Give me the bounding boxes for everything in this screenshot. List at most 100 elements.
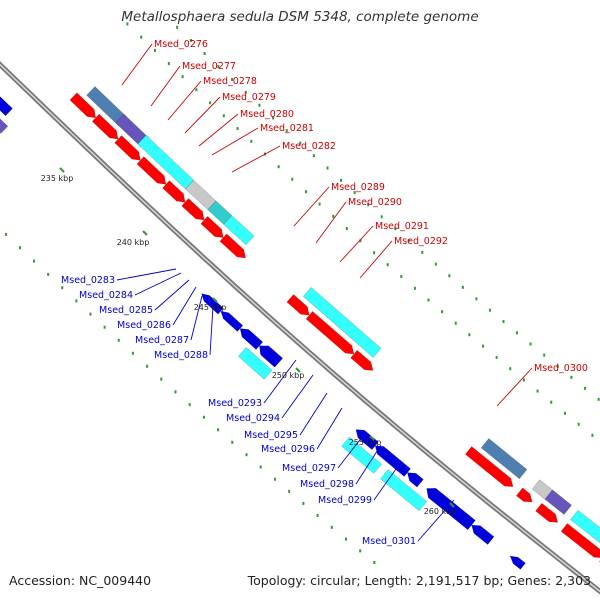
cds-forward xyxy=(305,310,355,355)
gene-label-msed-0299: Msed_0299 xyxy=(318,495,372,506)
teal-block xyxy=(207,200,233,225)
gc-dot xyxy=(481,344,484,348)
leader-line xyxy=(315,201,347,244)
cds-forward xyxy=(516,487,533,503)
gc-dot xyxy=(131,351,134,355)
gc-dot xyxy=(367,203,370,207)
scale-tick-mark xyxy=(59,167,65,173)
cds-forward xyxy=(464,446,514,487)
gc-dot xyxy=(330,525,333,529)
gc-dot xyxy=(326,166,329,170)
steel-block xyxy=(86,86,128,127)
leader-line xyxy=(316,407,343,450)
topology-summary: Topology: circular; Length: 2,191,517 bp… xyxy=(247,573,591,588)
gc-dot xyxy=(126,22,129,26)
gc-dot xyxy=(195,88,198,92)
gc-dot xyxy=(373,560,376,564)
leader-line xyxy=(359,240,393,279)
gene-label-msed-0293: Msed_0293 xyxy=(208,398,262,409)
gc-dot xyxy=(413,286,416,290)
gc-dot xyxy=(61,286,64,290)
leader-line xyxy=(167,80,202,121)
gc-dot xyxy=(345,227,348,231)
leader-line xyxy=(339,225,374,263)
cds-forward xyxy=(350,349,374,371)
gc-dot xyxy=(4,232,7,236)
gc-dot xyxy=(434,262,437,266)
gc-dot xyxy=(189,38,192,42)
gc-dot xyxy=(441,310,444,314)
leader-line xyxy=(209,305,214,356)
scale-tick-label: 245 kbp xyxy=(194,303,227,312)
gc-dot xyxy=(259,465,262,469)
leader-line xyxy=(116,268,177,281)
cds-forward xyxy=(200,215,224,238)
gc-dot xyxy=(495,355,498,359)
gc-dot xyxy=(304,190,307,194)
gc-dot xyxy=(461,285,464,289)
cyan-block xyxy=(302,287,382,358)
gc-dot xyxy=(273,477,276,481)
leader-line xyxy=(172,286,197,326)
gc-dot xyxy=(584,386,587,390)
gene-label-msed-0294: Msed_0294 xyxy=(226,413,280,424)
cds-forward xyxy=(560,523,600,558)
gc-dot xyxy=(454,321,457,325)
cds-reverse xyxy=(509,555,526,570)
cyan-block xyxy=(137,134,195,190)
gc-dot xyxy=(174,390,177,394)
cds-reverse xyxy=(239,328,264,350)
gc-dot xyxy=(285,129,288,133)
backbone-highlight xyxy=(0,63,600,593)
gene-label-msed-0300: Msed_0300 xyxy=(534,363,588,374)
gc-dot xyxy=(117,338,120,342)
cds-forward xyxy=(114,135,141,161)
scale-tick-mark xyxy=(212,297,218,303)
gc-dot xyxy=(316,513,319,517)
gc-dot xyxy=(577,422,580,426)
gene-label-msed-0284: Msed_0284 xyxy=(79,290,133,301)
gc-dot xyxy=(160,377,163,381)
gc-dot xyxy=(353,191,356,195)
leader-line xyxy=(231,145,281,173)
leader-line xyxy=(121,43,153,86)
gc-dot xyxy=(332,214,335,218)
leader-line xyxy=(198,113,239,147)
cyan-block xyxy=(223,215,255,246)
cds-forward xyxy=(181,198,205,221)
cds-reverse xyxy=(220,310,244,332)
gc-dot xyxy=(277,165,280,169)
cyan-block xyxy=(380,469,428,512)
gene-label-msed-0288: Msed_0288 xyxy=(154,350,208,361)
gc-dot xyxy=(570,375,573,379)
gc-dot xyxy=(222,114,225,118)
gc-dot xyxy=(140,35,143,39)
gc-dot xyxy=(394,227,397,231)
leader-line xyxy=(299,392,328,436)
gc-dot xyxy=(400,275,403,279)
gc-dot xyxy=(407,239,410,243)
gc-dot xyxy=(373,251,376,255)
gc-dot xyxy=(203,52,206,56)
gc-dot xyxy=(231,440,234,444)
gc-dot xyxy=(509,367,512,371)
gc-dot xyxy=(597,397,600,401)
gc-dot xyxy=(529,342,532,346)
cds-reverse xyxy=(0,87,13,117)
cds-reverse xyxy=(471,524,495,545)
leader-line xyxy=(355,444,382,485)
gc-dot xyxy=(217,65,220,69)
gc-dot xyxy=(543,353,546,357)
scale-tick-label: 240 kbp xyxy=(117,238,150,247)
gene-labels: Msed_0276Msed_0277Msed_0278Msed_0279Msed… xyxy=(61,39,588,547)
gc-dot xyxy=(386,263,389,267)
gc-dot xyxy=(244,90,247,94)
gc-dot xyxy=(245,453,248,457)
leader-line xyxy=(373,461,402,501)
gc-dot xyxy=(340,178,343,182)
gene-label-msed-0291: Msed_0291 xyxy=(375,221,429,232)
cyan-block xyxy=(341,436,382,474)
gc-dot xyxy=(312,154,315,158)
gc-dot xyxy=(202,415,205,419)
gene-label-msed-0280: Msed_0280 xyxy=(240,109,294,120)
